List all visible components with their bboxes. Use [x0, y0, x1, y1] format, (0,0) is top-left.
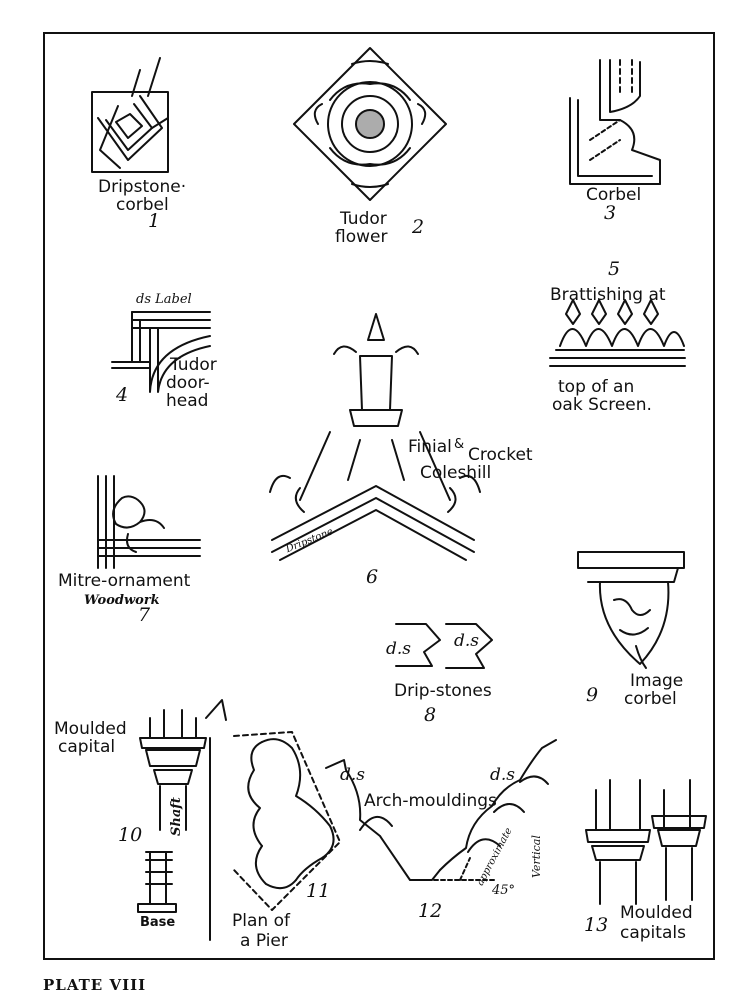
pier-plan-drawing — [233, 731, 341, 911]
figure-number-10: 10 — [118, 824, 143, 846]
figure-number-9: 9 — [586, 684, 599, 706]
mitre-ornament-label: Mitre-ornament — [58, 571, 191, 591]
tudor-doorhead-label-3: head — [166, 391, 209, 411]
dripstone-corbel-label-2: corbel — [116, 195, 169, 215]
mitre-ornament-drawing — [97, 475, 201, 569]
figure-number-2: 2 — [412, 216, 425, 238]
moulded-capitals-label-2: capitals — [620, 923, 686, 943]
moulded-capital-label-2: capital — [58, 737, 116, 757]
vertical-annotation: Vertical — [530, 835, 543, 878]
tudor-flower-label-1: Tudor — [340, 209, 387, 229]
base-label: Base — [140, 915, 176, 930]
plate-caption: PLATE VIII — [43, 976, 147, 994]
plate-frame — [43, 32, 715, 960]
brattishing-drawing — [549, 299, 686, 367]
arch-mouldings-label: Arch-mouldings — [364, 791, 497, 811]
figure-number-3: 3 — [604, 202, 617, 224]
arch-ds-2: d.s — [490, 765, 516, 785]
dripstone-corbel-label-1: Dripstone· — [98, 177, 187, 197]
angle-annotation: 45° — [492, 883, 516, 898]
corbel-label: Corbel — [586, 185, 642, 205]
image-corbel-label-1: Image — [630, 671, 684, 691]
drip-stone-ds-1: d.s — [386, 639, 412, 659]
brattishing-label-2: top of an — [558, 377, 635, 397]
coleshill-label: Coleshill — [420, 463, 492, 483]
brattishing-label-3: oak Screen. — [552, 395, 652, 415]
moulded-capital-drawing — [137, 699, 227, 941]
tudor-flower-drawing — [293, 47, 447, 201]
figure-number-12: 12 — [418, 900, 443, 922]
image-corbel-label-2: corbel — [624, 689, 677, 709]
dripstone-corbel-drawing — [91, 57, 169, 173]
moulded-capitals-label-1: Moulded — [620, 903, 693, 923]
figure-number-6: 6 — [366, 566, 379, 588]
pier-plan-label-2: a Pier — [240, 931, 288, 951]
figure-number-13: 13 — [584, 914, 609, 936]
pier-plan-label-1: Plan of — [232, 911, 290, 931]
figure-number-7: 7 — [138, 604, 151, 626]
drip-stone-ds-2: d.s — [454, 631, 480, 651]
finial-ampersand: & — [454, 437, 465, 452]
woodwork-label: Woodwork — [84, 593, 160, 608]
tudor-doorhead-drawing — [111, 311, 211, 393]
corbel-drawing — [569, 59, 661, 185]
finial-label: Finial — [408, 437, 452, 457]
figure-number-5: 5 — [608, 258, 621, 280]
arch-ds-1: d.s — [340, 765, 366, 785]
figure-number-1: 1 — [148, 210, 161, 232]
moulded-capital-label-1: Moulded — [54, 719, 127, 739]
figure-number-4: 4 — [116, 384, 129, 406]
ds-label-annotation: ds Label — [136, 292, 192, 307]
shaft-label: Shaft — [169, 797, 184, 836]
drip-stones-label: Drip-stones — [394, 681, 492, 701]
tudor-flower-label-2: flower — [335, 227, 388, 247]
figure-number-8: 8 — [424, 704, 437, 726]
tudor-doorhead-label-1: Tudor — [170, 355, 217, 375]
moulded-capitals-drawing — [585, 779, 707, 905]
figure-number-11: 11 — [306, 880, 331, 902]
drip-stones-drawing — [395, 623, 493, 669]
image-corbel-drawing — [577, 551, 685, 669]
brattishing-label-1: Brattishing at — [550, 285, 666, 305]
finial-crocket-drawing — [269, 313, 481, 561]
crocket-label: Crocket — [468, 445, 533, 465]
tudor-doorhead-label-2: door- — [166, 373, 210, 393]
arch-mouldings-drawing — [325, 739, 557, 881]
